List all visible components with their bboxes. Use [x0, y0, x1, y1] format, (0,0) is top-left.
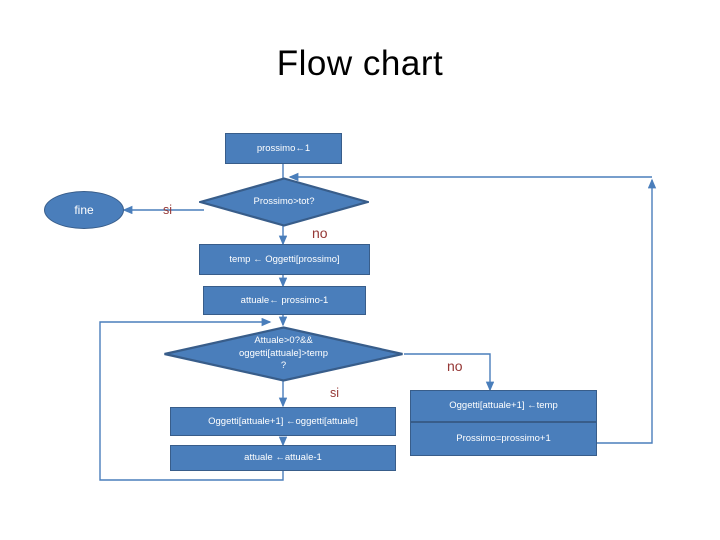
node-init[interactable]: prossimo←1	[225, 133, 342, 164]
node-temp-assign-label: temp ← Oggetti[prossimo]	[229, 253, 340, 265]
node-attuale-decrement[interactable]: attuale ←attuale-1	[170, 445, 396, 471]
edge-label-inner-no: no	[447, 358, 463, 374]
wire-prossimo-inc-to-return	[597, 178, 657, 444]
node-end-terminator[interactable]: fine	[44, 191, 124, 229]
edge-label-outer-yes: si	[163, 203, 173, 217]
node-attuale-assign[interactable]: attuale← prossimo-1	[203, 286, 366, 315]
edge-label-outer-no: no	[312, 225, 328, 241]
edge-label-inner-yes: si	[330, 386, 340, 400]
node-decision-outer[interactable]: Prossimo>tot?	[199, 177, 369, 227]
page-title: Flow chart	[276, 44, 444, 83]
node-shift-assign[interactable]: Oggetti[attuale+1] ←oggetti[attuale]	[170, 407, 396, 436]
node-place-temp-label: Oggetti[attuale+1] ←temp	[449, 400, 558, 412]
node-temp-assign[interactable]: temp ← Oggetti[prossimo]	[199, 244, 370, 275]
node-attuale-decrement-label: attuale ←attuale-1	[244, 452, 322, 464]
node-end-label: fine	[74, 202, 94, 217]
node-place-temp[interactable]: Oggetti[attuale+1] ←temp	[410, 390, 597, 422]
node-init-label: prossimo←1	[256, 142, 311, 154]
node-prossimo-increment[interactable]: Prossimo=prossimo+1	[410, 422, 597, 456]
node-prossimo-increment-label: Prossimo=prossimo+1	[456, 433, 551, 445]
node-attuale-assign-label: attuale← prossimo-1	[240, 294, 329, 306]
node-decision-inner[interactable]: Attuale>0?&& oggetti[attuale]>temp ?	[163, 326, 404, 382]
node-shift-assign-label: Oggetti[attuale+1] ←oggetti[attuale]	[208, 415, 358, 427]
